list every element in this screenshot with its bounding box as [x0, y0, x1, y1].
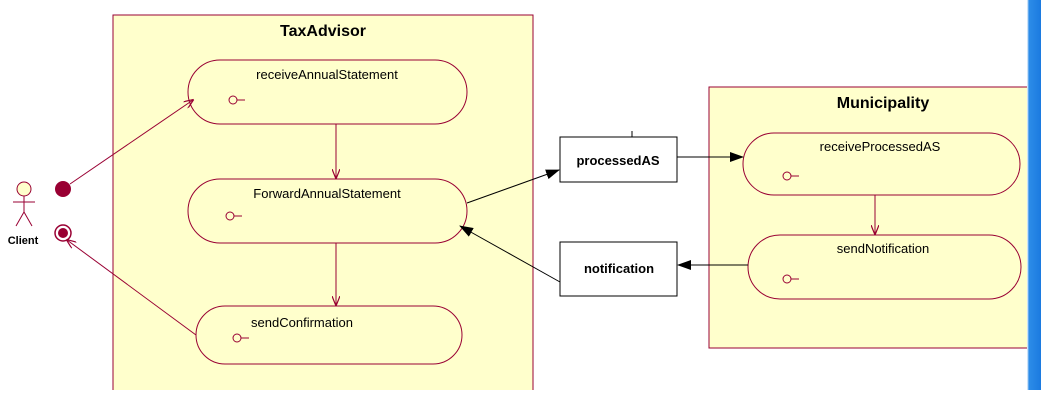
activity-receive-processed-as[interactable]: receiveProcessedAS — [742, 132, 1021, 196]
activity-label: receiveProcessedAS — [820, 139, 941, 154]
pool-title-municipality: Municipality — [837, 95, 930, 112]
object-processed-as[interactable]: processedAS — [559, 131, 678, 183]
provided-interface-icon — [225, 211, 242, 221]
stick-figure-icon — [13, 181, 35, 227]
activity-label: ForwardAnnualStatement — [253, 186, 401, 201]
object-label: processedAS — [576, 153, 659, 168]
activity-label: receiveAnnualStatement — [256, 67, 398, 82]
client-actor[interactable]: Client — [8, 181, 39, 247]
actor-label: Client — [8, 235, 39, 247]
object-notification[interactable]: notification — [559, 241, 678, 297]
object-label: notification — [584, 261, 654, 276]
provided-interface-icon — [782, 171, 799, 181]
activity-send-notification[interactable]: sendNotification — [747, 234, 1022, 300]
activity-send-confirmation[interactable]: sendConfirmation — [195, 305, 463, 365]
flow-confirm-to-end-arrow — [67, 240, 197, 336]
flow-start-to-receive-arrow — [69, 100, 193, 185]
activity-label: sendConfirmation — [251, 315, 353, 330]
provided-interface-icon — [232, 333, 249, 343]
pool-municipality: Municipality — [708, 86, 1039, 349]
activity-label: sendNotification — [837, 241, 930, 256]
end-event-icon[interactable] — [54, 224, 72, 242]
provided-interface-icon — [228, 95, 245, 105]
window-edge-strip — [1027, 0, 1041, 390]
message-notification-to-forward-arrow — [459, 225, 561, 283]
activity-receive-annual-statement[interactable]: receiveAnnualStatement — [187, 59, 468, 125]
provided-interface-icon — [782, 274, 799, 284]
start-event-icon[interactable] — [55, 181, 71, 197]
pool-title-tax-advisor: TaxAdvisor — [280, 23, 366, 40]
activity-forward-annual-statement[interactable]: ForwardAnnualStatement — [187, 178, 468, 244]
message-forward-to-processed-arrow — [466, 169, 560, 204]
